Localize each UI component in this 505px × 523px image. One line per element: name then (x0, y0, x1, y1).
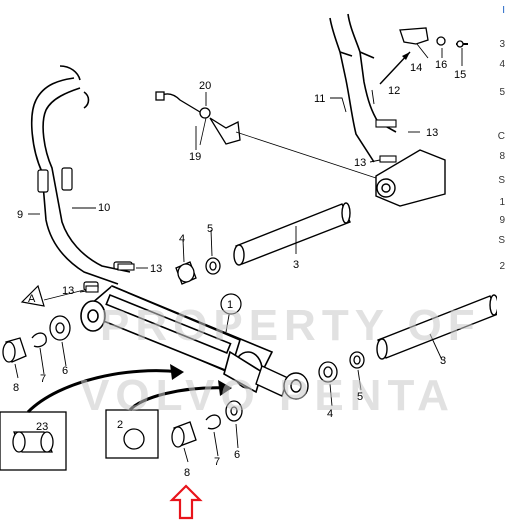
label-8-lower: 8 (184, 467, 190, 479)
label-6-left: 6 (62, 365, 68, 377)
edge-char: 4 (499, 60, 505, 70)
label-7-lower: 7 (214, 456, 220, 468)
label-3-upper: 3 (293, 259, 299, 271)
edge-char: 9 (499, 216, 505, 226)
pointer-arrowhead-14 (402, 52, 410, 60)
label-10: 10 (98, 202, 110, 214)
edge-char: I (502, 6, 505, 16)
label-3-lower: 3 (440, 355, 446, 367)
inset-arrows (26, 369, 229, 414)
callout-circle-1 (220, 293, 242, 315)
label-4-lower: 4 (327, 408, 333, 420)
watermark-line2: VOLVO PENTA (80, 371, 455, 420)
label-2: 2 (117, 419, 123, 431)
edge-char: S (498, 176, 505, 186)
cylinder-rod-end (255, 365, 309, 400)
label-13-d: 13 (354, 157, 366, 169)
leader-lines (14, 43, 463, 463)
edge-char: S (498, 236, 505, 246)
label-13-c: 13 (426, 127, 438, 139)
bushing-set-upper (175, 257, 221, 285)
label-11: 11 (314, 93, 325, 105)
label-19: 19 (189, 151, 201, 163)
bracket-14 (399, 27, 468, 48)
label-1: 1 (227, 299, 233, 311)
label-8-left: 8 (13, 382, 19, 394)
label-14: 14 (410, 62, 422, 74)
cylinder-body (80, 285, 274, 394)
label-5-upper: 5 (207, 223, 213, 235)
label-5-lower: 5 (357, 391, 363, 403)
piston-rod-upper (233, 202, 351, 266)
bushing-set-lower (318, 351, 365, 383)
inset-arrowhead-2 (218, 380, 232, 396)
label-13-a: 13 (150, 263, 162, 275)
inset-arrowhead-1 (170, 364, 184, 380)
fittings-13 (85, 119, 397, 293)
edge-char: C (497, 132, 505, 142)
inset-box-2 (105, 409, 159, 459)
edge-char: 5 (499, 88, 505, 98)
sensor-19-20 (155, 91, 241, 146)
edge-char: 3 (499, 40, 505, 50)
hose-pair-11-12 (329, 13, 397, 163)
label-7-left: 7 (40, 373, 46, 385)
watermark-line1: PROPERTY OF (100, 301, 481, 350)
label-20: 20 (199, 80, 211, 92)
label-6-lower: 6 (234, 449, 240, 461)
hose-pair-9-10 (30, 65, 131, 285)
frame-bracket (375, 149, 446, 207)
edge-char: 1 (499, 198, 505, 208)
reference-a-line (43, 289, 85, 301)
label-13-b: 13 (62, 285, 74, 297)
label-4-upper: 4 (179, 233, 185, 245)
inset-box-23 (0, 411, 67, 471)
label-ref-a: A (28, 293, 36, 305)
highlight-arrow (169, 484, 203, 520)
label-23: 23 (36, 421, 48, 433)
label-16: 16 (435, 59, 447, 71)
edge-char: 8 (499, 152, 505, 162)
edge-char: 2 (499, 262, 505, 272)
washer-set-lower (171, 400, 243, 448)
washer-set-left (2, 315, 71, 363)
reference-line (235, 131, 377, 179)
reference-triangle-a (20, 284, 45, 307)
label-15: 15 (454, 69, 466, 81)
label-9: 9 (17, 209, 23, 221)
label-12: 12 (388, 85, 400, 97)
